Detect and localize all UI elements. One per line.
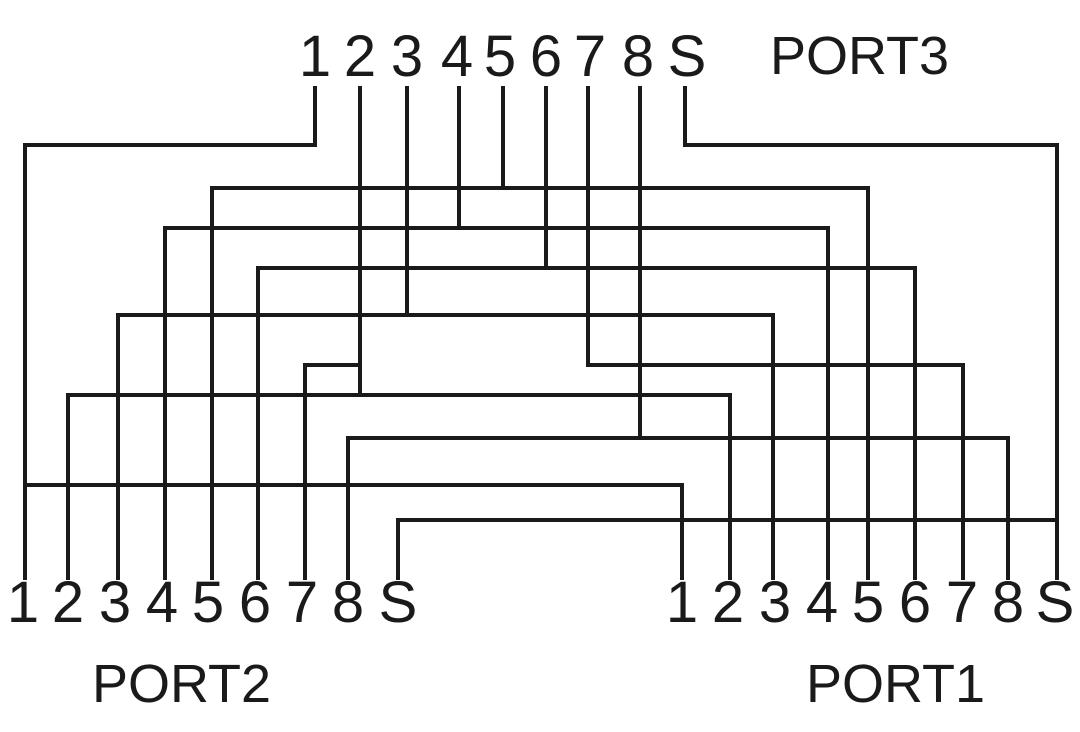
port3-pin-6: 6	[530, 24, 562, 89]
wire-port3-6-to-port2-6	[256, 266, 548, 580]
port1-pin-s: S	[1036, 570, 1075, 635]
port2-pin-2: 2	[52, 570, 84, 635]
port2: 1 2 3 4 5 6 7 8 S PORT2	[7, 570, 417, 714]
port3-pin-5: 5	[484, 24, 516, 89]
wire-port3-4-to-port1-4	[457, 226, 830, 580]
wire-port3-s-to-port1-s	[683, 86, 1059, 580]
port3: 1 2 3 4 5 6 7 8 S PORT3	[299, 24, 949, 89]
port3-pin-s: S	[668, 24, 707, 89]
port1-pin-2: 2	[712, 570, 744, 635]
wire-port3-8-to-port1-8	[638, 436, 1010, 580]
port3-pin-7: 7	[574, 24, 606, 89]
port2-pin-3: 3	[99, 570, 131, 635]
wire-port3-8-to-port2-8	[346, 436, 642, 580]
port1-pin-1: 1	[666, 570, 698, 635]
port1-label: PORT1	[806, 654, 985, 714]
wire-port3-3-to-port1-3	[405, 313, 775, 580]
port1-pin-6: 6	[899, 570, 931, 635]
port1-pin-4: 4	[806, 570, 838, 635]
port1-pin-5: 5	[852, 570, 884, 635]
port3-label: PORT3	[770, 26, 949, 86]
port2-pin-8: 8	[332, 570, 364, 635]
wire-port3-7-to-port2-2	[66, 393, 362, 580]
wire-port3-4-to-port2-4	[163, 226, 461, 580]
port1-pin-8: 8	[992, 570, 1024, 635]
port1-pin-3: 3	[759, 570, 791, 635]
wire-port3-2-to-port1-2	[358, 393, 732, 580]
port2-pin-5: 5	[192, 570, 224, 635]
port2-label: PORT2	[92, 654, 271, 714]
port3-pin-8: 8	[622, 24, 654, 89]
port2-pin-4: 4	[146, 570, 178, 635]
wires	[23, 86, 1059, 580]
port3-pin-1: 1	[299, 24, 331, 89]
wire-port3-1-to-port2-1	[23, 86, 317, 580]
wire-port3-5-to-port1-5	[501, 186, 870, 580]
port3-pin-2: 2	[344, 24, 376, 89]
wire-port3-6-to-port1-6	[544, 266, 917, 580]
wire-port3-3-to-port2-3	[116, 313, 409, 580]
wire-port2-s-to-port1-s	[396, 518, 1059, 580]
wire-port2-1-to-port1-1	[23, 483, 684, 580]
port1: 1 2 3 4 5 6 7 8 S PORT1	[666, 570, 1074, 714]
wire-port3-2-to-port2-7	[303, 363, 362, 580]
port2-pin-1: 1	[7, 570, 39, 635]
port2-pin-7: 7	[286, 570, 318, 635]
wire-port3-7-to-port1-7	[586, 363, 965, 580]
port2-pin-6: 6	[239, 570, 271, 635]
wire-port3-5-to-port2-5	[210, 186, 505, 580]
port3-pin-4: 4	[441, 24, 473, 89]
port1-pin-7: 7	[946, 570, 978, 635]
port3-pin-3: 3	[391, 24, 423, 89]
port2-pin-s: S	[379, 570, 418, 635]
